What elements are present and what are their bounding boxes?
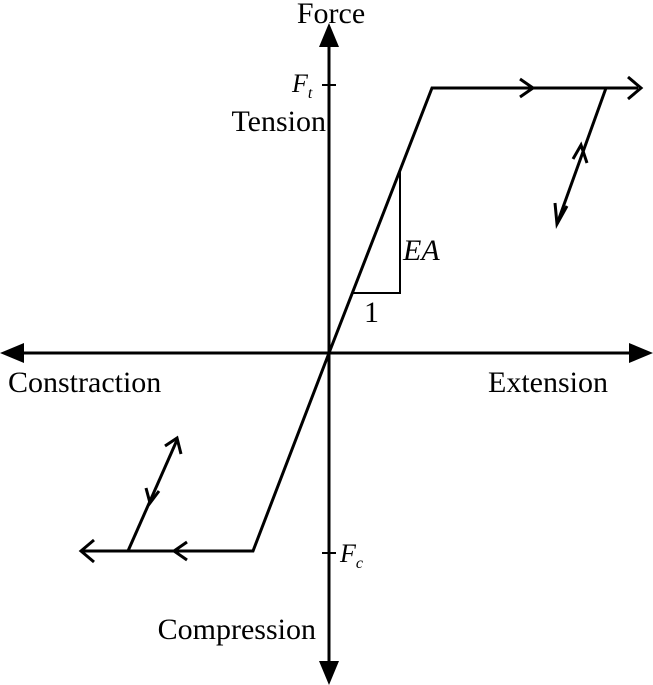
compression-unload-line xyxy=(126,439,179,552)
run-label: 1 xyxy=(364,296,379,329)
compression-label: Compression xyxy=(158,613,316,646)
compression-reload-arrow-icon xyxy=(144,487,161,507)
y-axis-bottom-arrow-icon xyxy=(319,661,339,685)
tension-label: Tension xyxy=(231,105,326,138)
x-axis-right-arrow-icon xyxy=(629,343,653,363)
tension-unload-end-arrow-icon xyxy=(553,202,569,229)
slope-label: EA xyxy=(402,234,440,267)
compression-plateau-arrow-icon xyxy=(171,540,188,562)
x-positive-label: Extension xyxy=(488,366,608,399)
tension-reload-arrow-icon xyxy=(571,141,589,164)
tension-limit-label: Ft xyxy=(291,69,313,102)
compression-unload-end-arrow-icon xyxy=(164,435,183,455)
x-axis-left-arrow-icon xyxy=(0,343,24,363)
tension-plateau-arrow-icon xyxy=(519,77,536,99)
force-extension-curve xyxy=(82,86,638,553)
slope-triangle xyxy=(352,172,401,294)
x-negative-label: Constraction xyxy=(8,366,161,399)
compression-end-arrow-icon xyxy=(78,538,95,564)
y-axis-top-arrow-icon xyxy=(319,23,339,47)
tension-end-arrow-icon xyxy=(627,75,644,101)
tension-unload-line xyxy=(555,87,608,225)
y-axis-label: Force xyxy=(297,0,365,30)
compression-limit-label: Fc xyxy=(339,539,363,572)
